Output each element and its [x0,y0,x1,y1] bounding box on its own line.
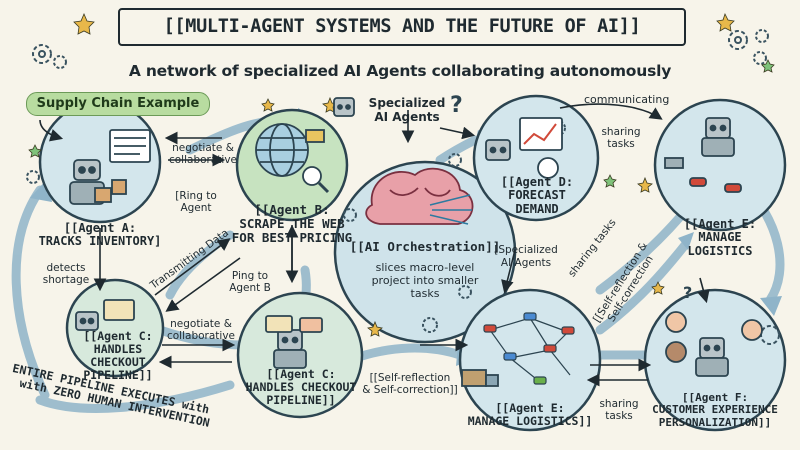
page-title: [[MULTI-AGENT SYSTEMS AND THE FUTURE OF … [118,8,686,46]
thin-arrows [39,103,710,387]
edge-detects-shortage: detects shortage [42,262,90,287]
edge-self-reflection-bottom: [[Self-reflection & Self-correction]] [362,372,458,397]
edge-communicating: communicating [584,93,670,106]
agent-c-center-label: [[Agent C: HANDLES CHECKOUT PIPELINE]] [245,367,357,407]
page-subtitle: A network of specialized AI Agents colla… [128,62,672,80]
agent-f-label: [[Agent F: CUSTOMER EXPERIENCE PERSONALI… [652,391,778,429]
edge-negotiate-top: negotiate & collaborative [168,142,237,167]
supply-chain-badge: Supply Chain Example [26,92,210,116]
gear-decorations [26,29,780,345]
agent-d-label: [[Agent D: FORECAST DEMAND [500,175,574,216]
edge-ring-to-agent: [Ring to Agent [175,190,217,215]
agent-a-label: [[Agent A: TRACKS INVENTORY] [38,221,162,249]
orchestration-desc: slices macro-level project into smaller … [371,261,479,300]
question-mark-icon: ? [450,93,463,118]
question-mark-small-icon: ? [683,283,692,302]
agent-e-right-label: [[Agent E: MANAGE LOGISTICS [683,217,757,258]
agent-e-bottom-label: [[Agent E: MANAGE LOGISTICS]] [467,401,593,428]
specialized-agents-mid: [Specialized AI Agents [494,244,558,269]
orchestration-title: [[AI Orchestration]] [349,239,501,254]
globe-icon [255,123,330,194]
network-graph [483,312,575,385]
specialized-agents-top: Specialized AI Agents [368,96,446,125]
edge-negotiate-bottom: negotiate & collaborative [166,318,235,343]
agent-c-left-label: [[Agent C: HANDLES CHECKOUT PIPELINE]] [83,329,153,382]
edge-sharing-bottom: sharing tasks [599,398,639,423]
robot-icons [69,97,763,387]
agent-b-label: [[Agent B: SCRAPE THE WEB FOR BEST PRICI… [231,202,353,245]
edge-ping-agent-b: Ping to Agent B [229,270,271,295]
brain-icon [365,167,474,225]
star-decorations [28,12,775,337]
edge-sharing-top: sharing tasks [601,126,641,151]
